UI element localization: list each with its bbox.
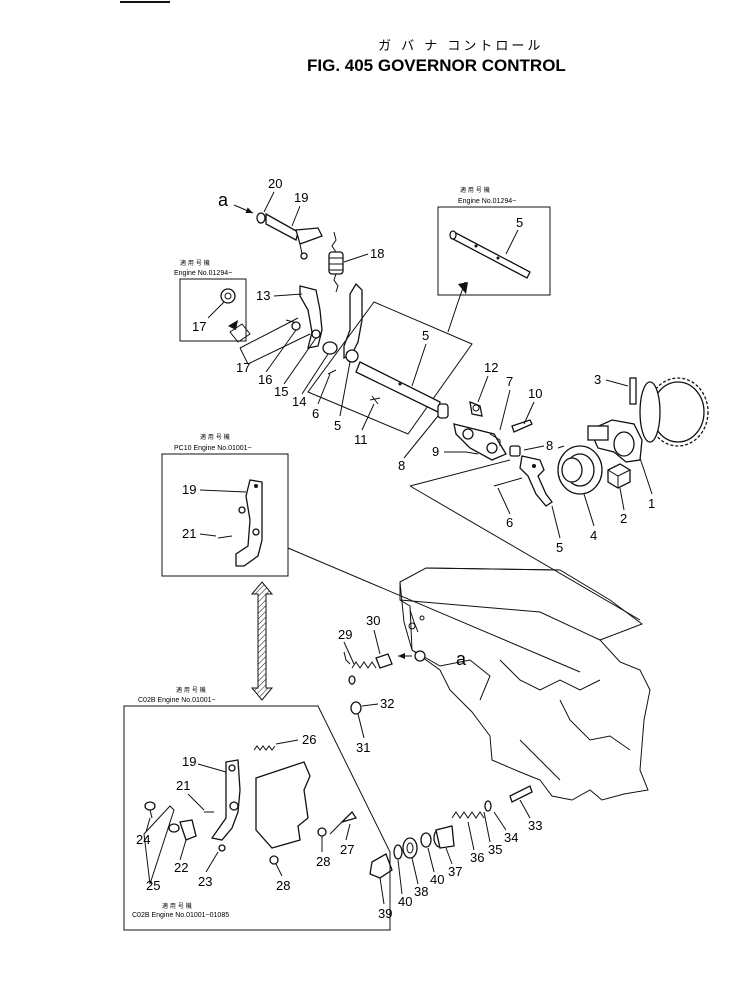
callout-4: 4	[590, 528, 597, 543]
callout-29: 29	[338, 627, 352, 642]
callout-14: 14	[292, 394, 306, 409]
callout-35: 35	[488, 842, 502, 857]
callout-34: 34	[504, 830, 518, 845]
callout-5-center: 5	[422, 328, 429, 343]
svg-text:適 用 号 機: 適 用 号 機	[176, 686, 206, 694]
svg-text:PC10 Engine No.01001~: PC10 Engine No.01001~	[174, 445, 252, 452]
callout-24: 24	[136, 832, 150, 847]
callout-32: 32	[380, 696, 394, 711]
svg-text:C02B Engine No.01001~: C02B Engine No.01001~	[138, 697, 216, 704]
weight-block-2	[607, 463, 631, 489]
callout-5-flyweight: 5	[556, 540, 563, 555]
callout-12: 12	[484, 360, 498, 375]
spring-18	[328, 231, 344, 293]
callout-2: 2	[620, 511, 627, 526]
callout-36: 36	[470, 850, 484, 865]
letter-a-engine: a	[456, 649, 467, 669]
callout-25: 25	[146, 878, 160, 893]
callout-39: 39	[378, 906, 392, 921]
svg-text:C02B Engine No.01001~01085: C02B Engine No.01001~01085	[132, 912, 229, 919]
callout-11: 11	[354, 432, 368, 447]
callout-26: 26	[302, 732, 316, 747]
callout-18: 18	[370, 246, 384, 261]
callout-1: 1	[648, 496, 655, 511]
callout-17-box: 17	[192, 319, 206, 334]
callout-10: 10	[528, 386, 542, 401]
svg-text:適 用 号 機: 適 用 号 機	[162, 902, 192, 910]
callout-19-c02b: 19	[182, 754, 196, 769]
figure-title: FIG. 405 GOVERNOR CONTROL	[307, 56, 566, 75]
svg-text:Engine No.01294~: Engine No.01294~	[174, 270, 232, 277]
svg-text:適 用 号 機: 適 用 号 機	[180, 259, 210, 267]
variant-box-c02b: 適 用 号 機 C02B Engine No.01001~ 適 用 号 機 C0…	[123, 686, 391, 931]
callouts: 1 2 3 4 5 6 8 10 7 12 9 8 11	[136, 176, 655, 921]
callout-28-left: 28	[276, 878, 290, 893]
callout-3: 3	[594, 372, 601, 387]
callout-27: 27	[340, 842, 354, 857]
callout-5-lever: 5	[334, 418, 341, 433]
pin-3	[629, 377, 637, 405]
variant-box-item-17: 適 用 号 機 Engine No.01294~	[174, 259, 247, 342]
svg-text:適 用 号 機: 適 用 号 機	[460, 186, 490, 194]
shaft-assembly-19: a	[218, 190, 323, 260]
callout-31: 31	[356, 740, 370, 755]
callout-17-outside: 17	[236, 360, 250, 375]
callout-19-top: 19	[294, 190, 308, 205]
callout-30: 30	[366, 613, 380, 628]
pin-11	[369, 395, 381, 405]
svg-text:Engine No.01294~: Engine No.01294~	[458, 198, 516, 205]
lever-13	[299, 285, 338, 355]
callout-8-right: 8	[546, 438, 553, 453]
letter-a-top: a	[218, 190, 229, 210]
callout-6-left: 6	[312, 406, 319, 421]
callout-16: 16	[258, 372, 272, 387]
stop-bolt-assembly	[369, 785, 533, 879]
link-assembly-7	[437, 400, 533, 461]
callout-8-center: 8	[398, 458, 405, 473]
callout-33: 33	[528, 818, 542, 833]
svg-text:適 用 号 機: 適 用 号 機	[200, 433, 230, 441]
callout-15: 15	[274, 384, 288, 399]
callout-40-right: 40	[430, 872, 444, 887]
callout-28-right: 28	[316, 854, 330, 869]
callout-7: 7	[506, 374, 513, 389]
callout-6-right: 6	[506, 515, 513, 530]
variant-box-shaft-5: 適 用 号 機 Engine No.01294~	[437, 186, 551, 296]
callout-37: 37	[448, 864, 462, 879]
governor-sleeve-4	[557, 445, 603, 495]
callout-13: 13	[256, 288, 270, 303]
variant-box-pc10: 適 用 号 機 PC10 Engine No.01001~	[161, 433, 289, 577]
callout-22: 22	[174, 860, 188, 875]
callout-40-left: 40	[398, 894, 412, 909]
callout-21-pc10: 21	[182, 526, 196, 541]
lever-arm-main	[343, 282, 363, 363]
stop-spring-29	[343, 651, 393, 715]
callout-21-c02b: 21	[176, 778, 190, 793]
callout-5-top: 5	[516, 215, 523, 230]
callout-38: 38	[414, 884, 428, 899]
title-japanese: ガ バ ナ コントロール	[378, 39, 543, 54]
callout-20: 20	[268, 176, 282, 191]
double-arrow	[250, 581, 274, 701]
governor-gear-1	[587, 377, 709, 463]
engine-block: a	[398, 567, 651, 801]
callout-23: 23	[198, 874, 212, 889]
callout-9: 9	[432, 444, 439, 459]
small-parts-14-16	[239, 317, 337, 375]
flyweight-assembly	[493, 445, 553, 507]
callout-19-pc10: 19	[182, 482, 196, 497]
